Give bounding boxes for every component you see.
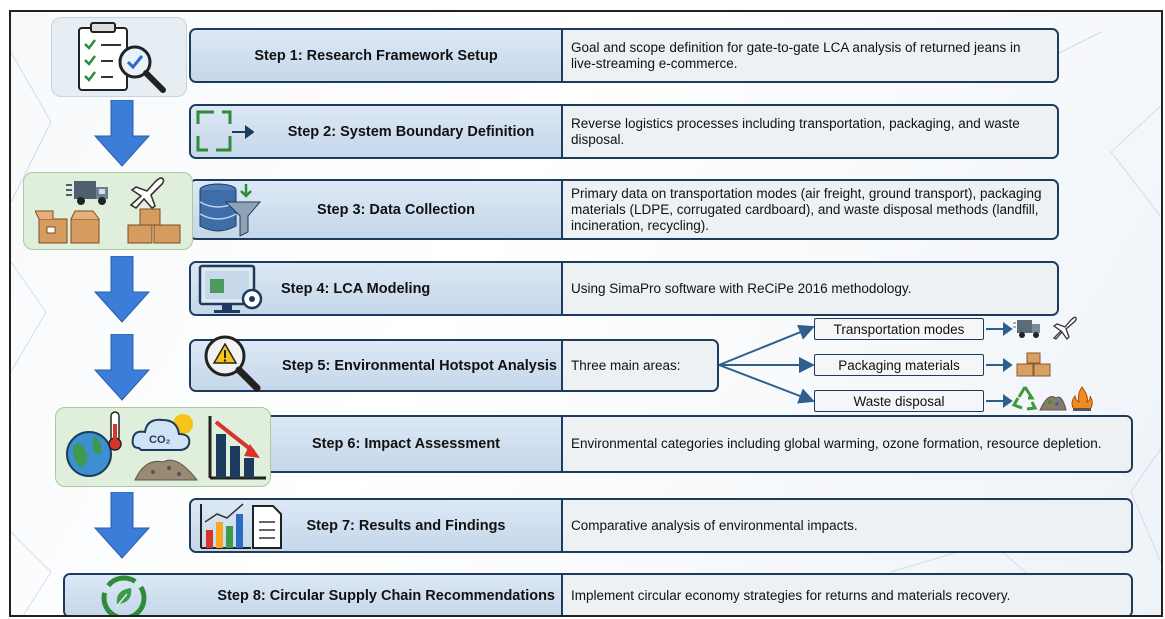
area-icon-arrows [986,322,1013,408]
stacked-boxes-icon [127,208,181,244]
airplane-icon [1052,316,1077,341]
airplane-icon-large [129,177,165,209]
declining-bar-chart-icon [208,416,266,480]
step-4-desc: Using SimaPro software with ReCiPe 2016 … [563,263,1057,314]
step-6-desc: Environmental categories including globa… [563,417,1131,471]
boxes-icon [1016,352,1051,377]
step-8-row: Step 8: Circular Supply Chain Recommenda… [63,573,1133,615]
step-1-label: Step 1: Research Framework Setup [191,30,563,81]
step-2-row: Step 2: System Boundary Definition Rever… [189,104,1059,159]
step-5-row: Step 5: Environmental Hotspot Analysis T… [189,339,719,392]
step-7-desc: Comparative analysis of environmental im… [563,500,1131,551]
boundary-arrows-icon [196,110,254,152]
down-arrow-2 [93,256,151,323]
step-5-desc: Three main areas: [563,341,717,390]
delivery-truck-icon [66,181,108,205]
results-report-icon [200,503,282,549]
co2-cloud-icon: CO₂ [131,414,193,451]
landfill-icon [1039,396,1067,411]
open-boxes-icon [35,210,100,244]
co2-label: CO₂ [149,434,171,446]
down-arrow-3 [93,334,151,401]
step-1-row: Step 1: Research Framework Setup Goal an… [189,28,1059,83]
step-3-desc: Primary data on transportation modes (ai… [563,181,1057,238]
area-waste-disposal: Waste disposal [814,390,984,412]
area-packaging-materials: Packaging materials [814,354,984,376]
earth-thermometer-icon [66,411,122,477]
step-1-desc: Goal and scope definition for gate-to-ga… [563,30,1057,81]
recycle-icon [1011,386,1038,411]
down-arrow-1 [93,100,151,167]
diagram-frame: Step 1: Research Framework Setup Goal an… [9,10,1163,617]
step-4-row: Step 4: LCA Modeling Using SimaPro softw… [189,261,1059,316]
step-7-row: Step 7: Results and Findings Comparative… [189,498,1133,553]
checklist-magnifier-icon [78,22,166,93]
step-8-desc: Implement circular economy strategies fo… [563,575,1131,615]
waste-pile-icon [134,459,199,481]
circular-economy-icon [101,575,147,615]
down-arrow-4 [93,492,151,559]
step-2-label: Step 2: System Boundary Definition [191,106,563,157]
monitor-gear-icon [198,264,263,313]
step-8-label: Step 8: Circular Supply Chain Recommenda… [65,575,563,615]
step-3-row: Step 3: Data Collection Primary data on … [189,179,1059,240]
warning-magnifier-icon [204,335,261,392]
database-filter-icon [199,183,262,237]
fire-icon [1071,386,1093,411]
hotspot-branch-arrows [718,324,815,404]
step-6-row: Step 6: Impact Assessment Environmental … [189,415,1133,473]
area-transportation-modes: Transportation modes [814,318,984,340]
truck-icon [1013,320,1040,338]
step-2-desc: Reverse logistics processes including tr… [563,106,1057,157]
